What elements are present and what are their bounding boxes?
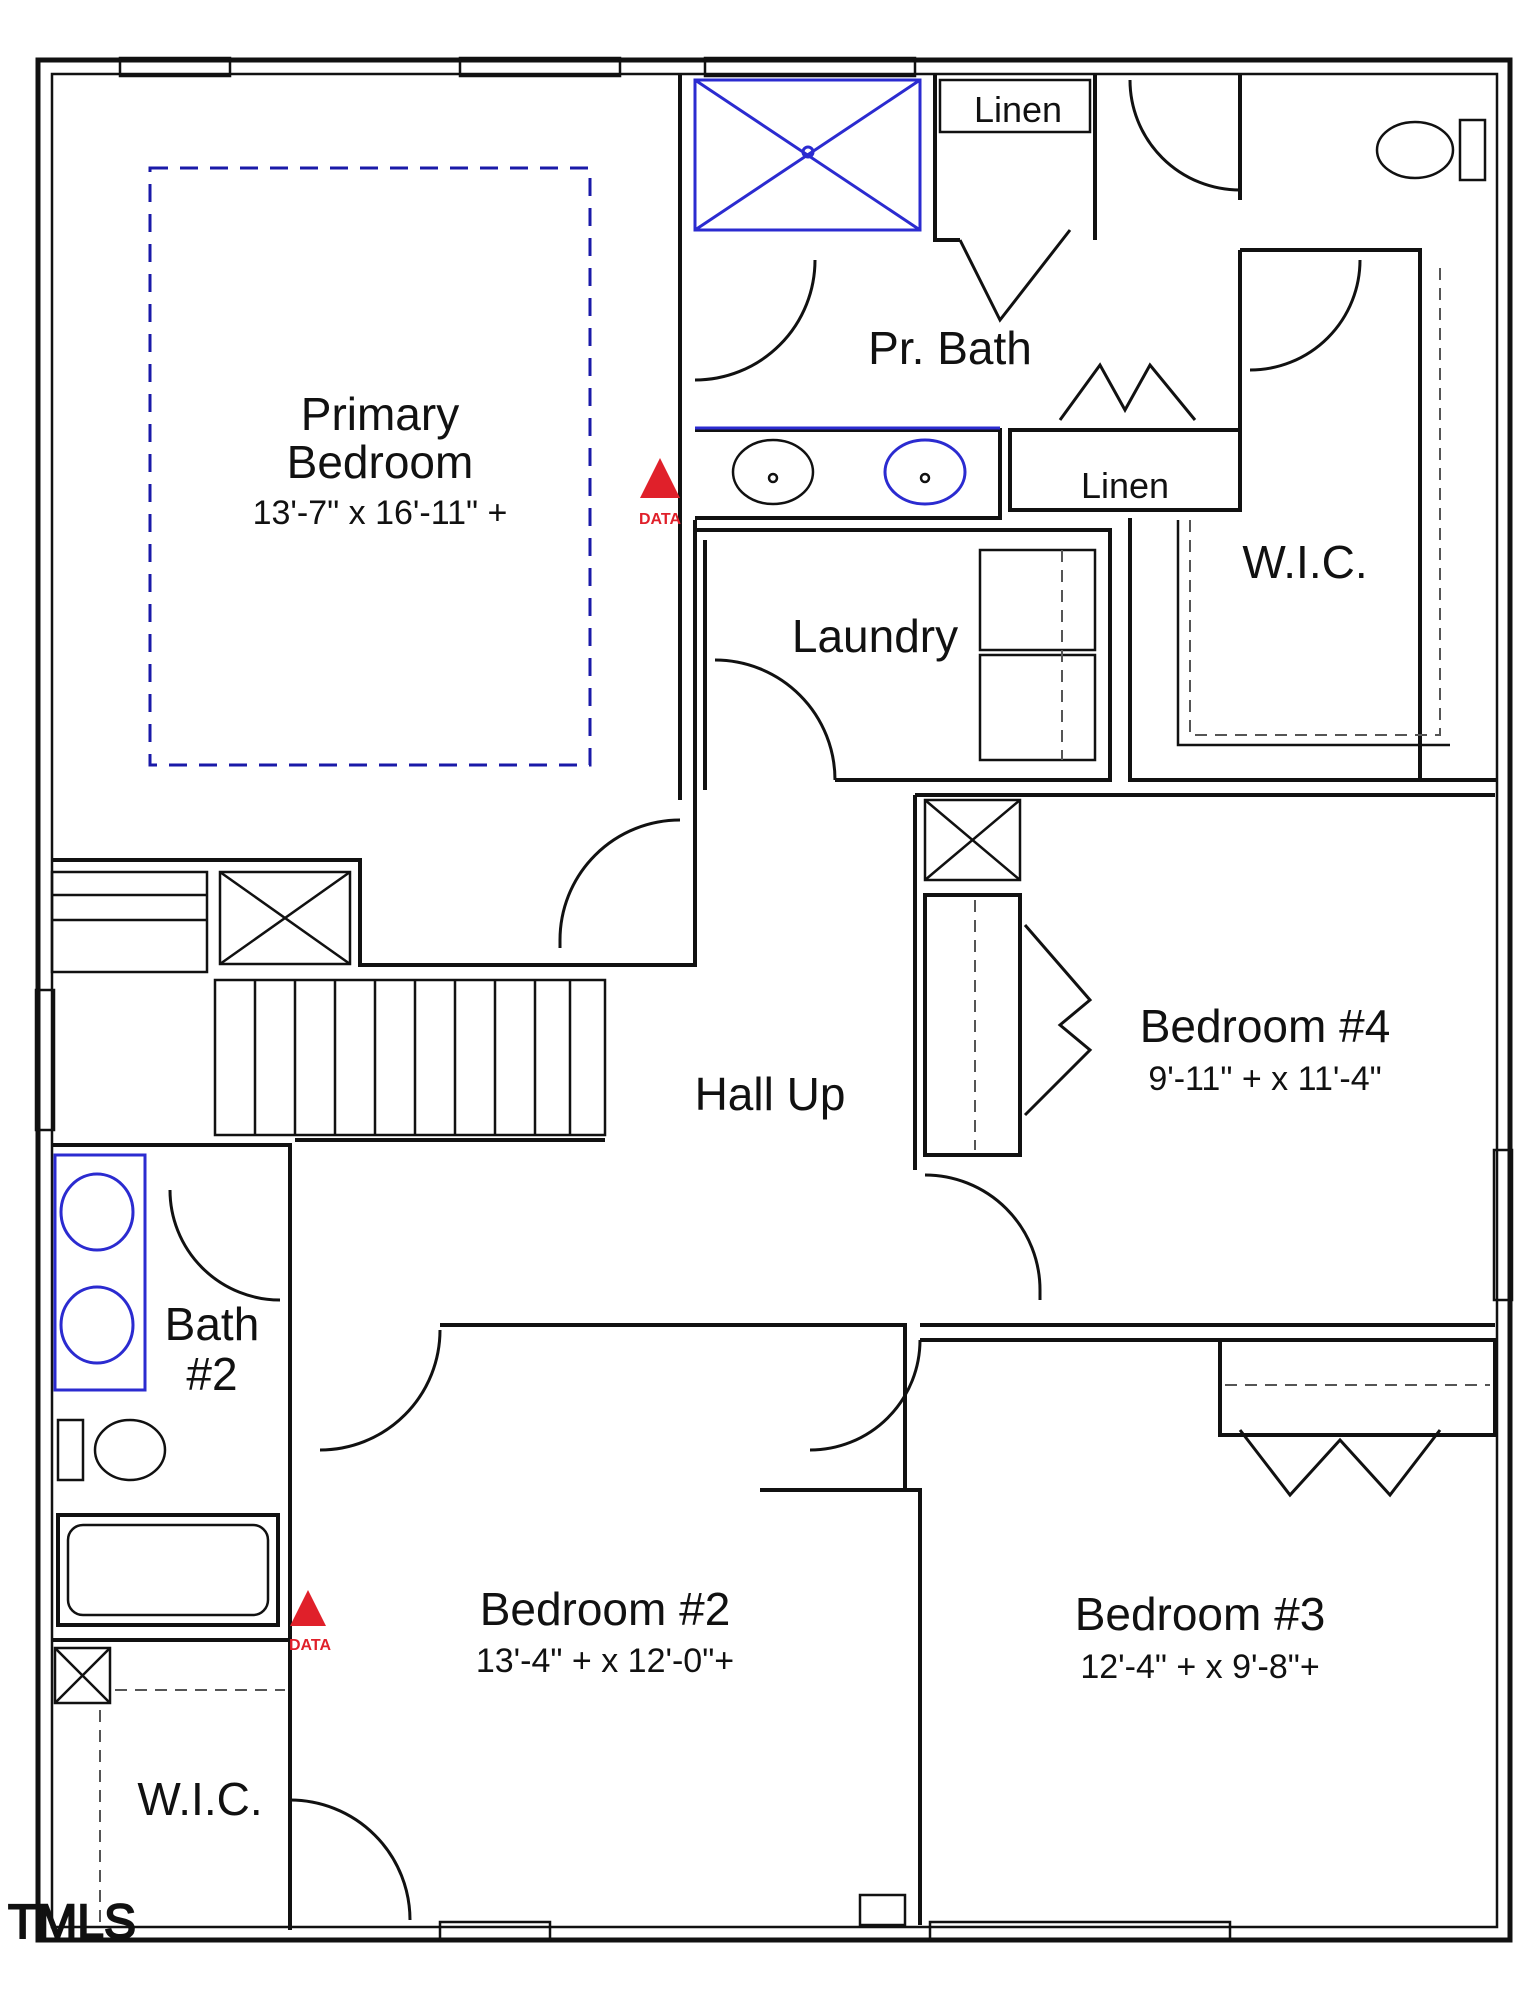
bedroom2-label: Bedroom #2 [480, 1583, 731, 1635]
primary-bath-label: Pr. Bath [868, 322, 1032, 374]
bath2-wic-label: W.I.C. [137, 1773, 262, 1825]
bedroom3-label: Bedroom #3 [1075, 1588, 1326, 1640]
bedroom-2: Bedroom #2 13'-4" + x 12'-0"+ [319, 1323, 922, 1927]
primary-bedroom-label-line1: Primary [301, 388, 459, 440]
warning-triangle-icon [290, 1590, 326, 1626]
bedroom3-dims: 12'-4" + x 9'-8"+ [1080, 1648, 1319, 1686]
bedroom4-dims: 9'-11" + x 11'-4" [1148, 1060, 1381, 1098]
laundry: Laundry [695, 528, 1112, 790]
bedroom2-dims: 13'-4" + x 12'-0"+ [476, 1642, 734, 1680]
data-marker-label: DATA [289, 1637, 332, 1654]
data-marker: DATA [639, 458, 682, 528]
bedroom-4: Bedroom #4 9'-11" + x 11'-4" [913, 793, 1495, 1327]
hall-label: Hall Up [695, 1068, 846, 1120]
data-marker-label: DATA [639, 511, 682, 528]
primary-wic: W.I.C. [1128, 260, 1497, 782]
stairs [50, 870, 607, 1142]
bath-2: Bath #2 [53, 1153, 292, 1930]
laundry-label: Laundry [792, 610, 958, 662]
primary-wic-label: W.I.C. [1242, 536, 1367, 588]
linen-mid-label: Linen [1081, 465, 1169, 506]
bath2-label-line1: Bath [165, 1298, 260, 1350]
primary-bath: Linen Linen Pr. Bath [693, 74, 1487, 780]
bath2-wic: W.I.C. [52, 1638, 412, 1925]
bath2-label-line2: #2 [186, 1348, 237, 1400]
exterior-walls [34, 56, 1514, 1943]
warning-triangle-icon [640, 458, 680, 498]
primary-bedroom-label-line2: Bedroom [287, 436, 474, 488]
hall: Hall Up [52, 1068, 845, 1170]
primary-bedroom-dims: 13'-7" x 16'-11" + [253, 494, 508, 532]
bedroom-3: Bedroom #3 12'-4" + x 9'-8"+ [920, 1338, 1497, 1686]
primary-bedroom: Primary Bedroom 13'-7" x 16'-11" + [52, 74, 697, 967]
data-marker: DATA [289, 1590, 332, 1654]
linen-top-label: Linen [974, 89, 1062, 130]
watermark: TMLS [8, 1896, 136, 1949]
bedroom4-label: Bedroom #4 [1140, 1000, 1391, 1052]
